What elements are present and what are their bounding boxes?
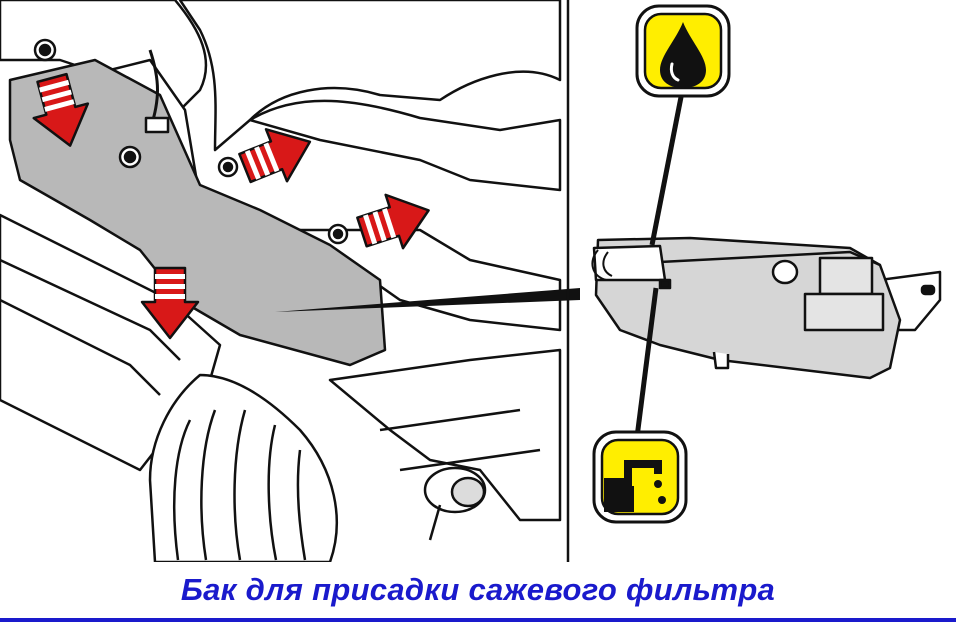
oil-drop-icon (635, 4, 731, 98)
tank-cover-panel (8, 58, 387, 367)
fluid-level-icon (592, 430, 688, 524)
tire (148, 373, 338, 562)
diagram-illustration (0, 0, 942, 562)
left-view (0, 0, 562, 562)
callout-wedge (275, 288, 580, 312)
bolt (423, 466, 487, 541)
additive-tank (591, 236, 942, 446)
caption-underline (0, 618, 956, 622)
figure-caption: Бак для присадки сажевого фильтра (180, 572, 776, 607)
